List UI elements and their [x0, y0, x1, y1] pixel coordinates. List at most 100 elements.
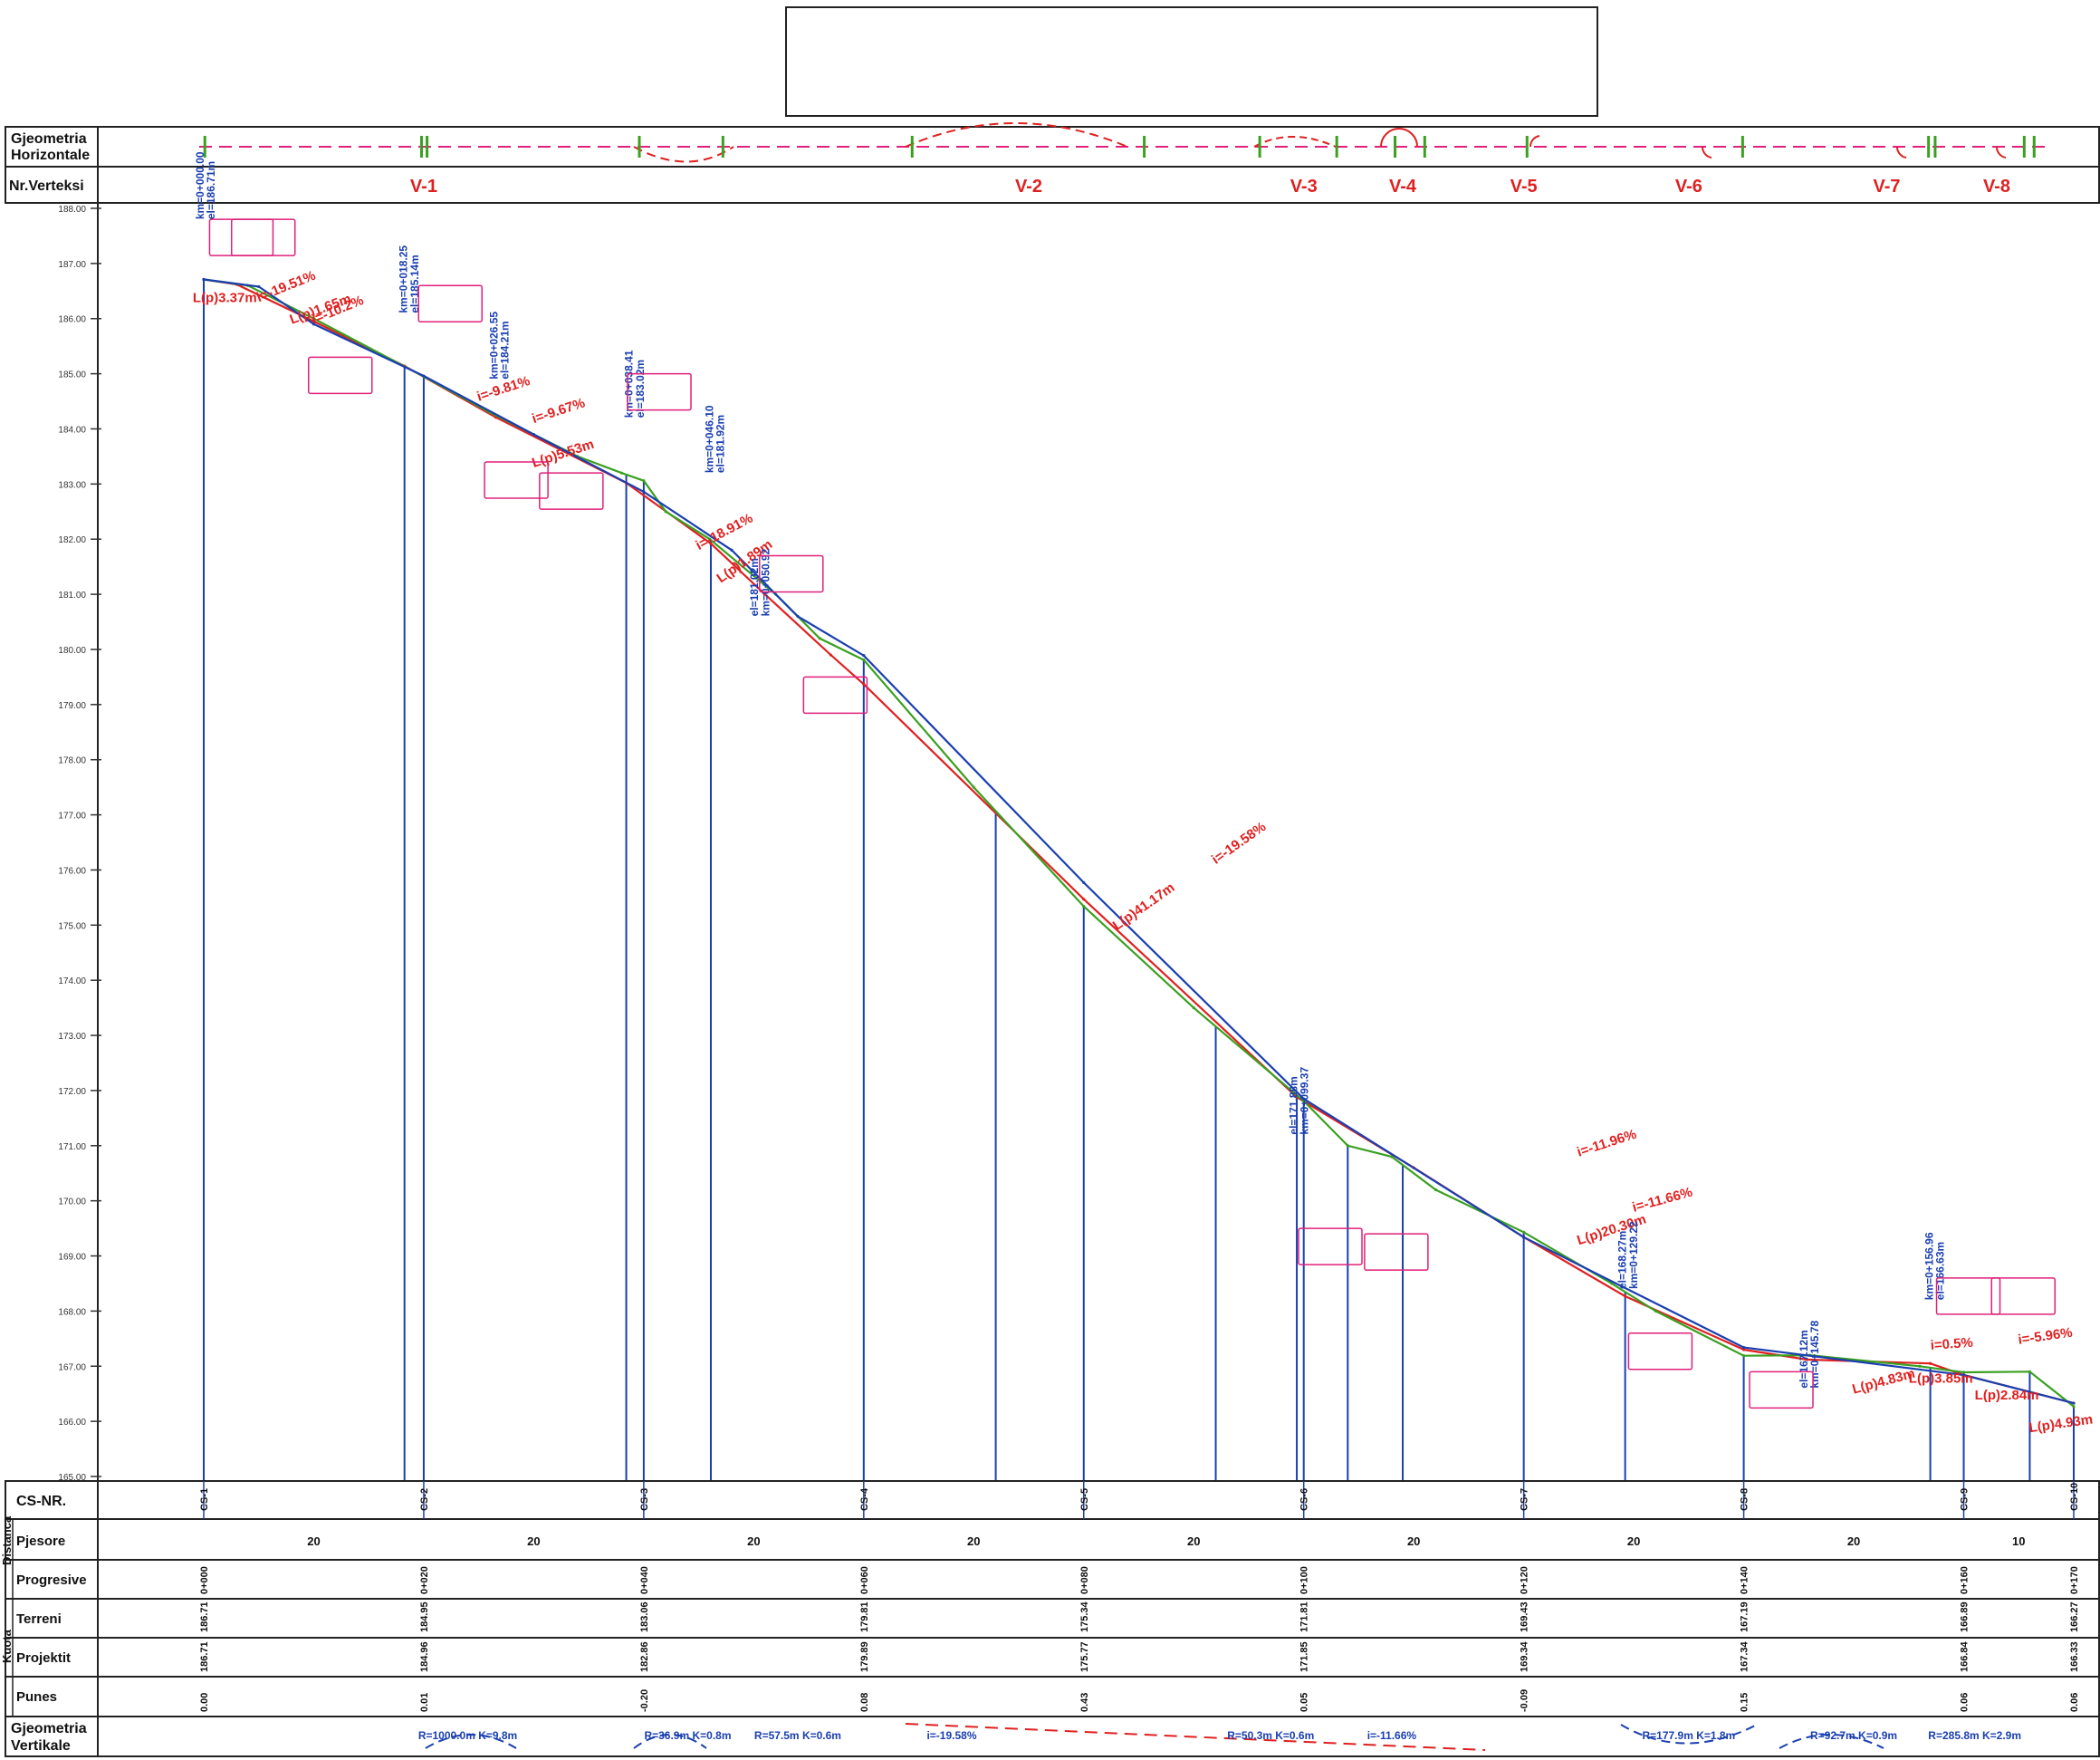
- progresive-value: 0+170: [2069, 1566, 2080, 1594]
- vertex-label-v-7: V-7: [1873, 177, 1900, 197]
- y-tick-label: 165.00: [58, 1473, 86, 1483]
- y-tick-label: 188.00: [58, 205, 86, 215]
- profile-point: [1346, 1144, 1349, 1148]
- vertical-curve-info-box: [1298, 1227, 1363, 1265]
- station-label: km=0+026.55: [487, 312, 500, 380]
- profile-point: [664, 510, 667, 514]
- station-label: el=183.02m: [634, 360, 647, 418]
- progresive-value: 0+060: [859, 1566, 870, 1594]
- terreni-value: 175.34: [1079, 1601, 1090, 1632]
- profile-point: [829, 653, 832, 657]
- pjesore-value: 20: [1187, 1534, 1200, 1548]
- y-tick-label: 175.00: [58, 921, 86, 931]
- projektit-value: 179.89: [859, 1641, 870, 1672]
- projektit-value: 182.86: [639, 1641, 650, 1672]
- progresive-value: 0+000: [199, 1566, 210, 1594]
- projektit-value: 186.71: [199, 1641, 210, 1672]
- profile-point: [818, 637, 821, 640]
- projektit-value: 167.34: [1740, 1640, 1750, 1672]
- vertical-geometry-label: R=36.9m K=0.8m: [644, 1729, 731, 1742]
- profile-point: [1741, 1345, 1746, 1350]
- vertex-label-v-2: V-2: [1015, 177, 1042, 197]
- station-label: el=167.12m: [1798, 1330, 1810, 1388]
- cs-nr-label: CS-NR.: [16, 1494, 66, 1509]
- station-label: km=0+145.78: [1808, 1321, 1821, 1389]
- profile-point: [708, 537, 712, 541]
- profile-point: [2072, 1401, 2076, 1405]
- y-tick-label: 172.00: [58, 1087, 86, 1097]
- station-label: el=181.92m: [714, 415, 727, 473]
- slope-label: i=-9.67%: [530, 395, 587, 427]
- profile-point: [1390, 1155, 1394, 1159]
- slope-label: i=-19.58%: [1209, 819, 1269, 867]
- length-label: L(p)4.83m: [1851, 1366, 1917, 1398]
- progresive-value: 0+120: [1520, 1566, 1530, 1594]
- y-tick-label: 182.00: [58, 535, 86, 545]
- cs-number: CS-5: [1079, 1488, 1090, 1511]
- cs-number: CS-7: [1520, 1488, 1530, 1511]
- y-tick-label: 179.00: [58, 701, 86, 711]
- length-label: L(p)2.84m: [1975, 1388, 2039, 1403]
- progresive-value: 0+160: [1960, 1566, 1971, 1594]
- profile-point: [1082, 880, 1086, 885]
- projektit-value: 175.77: [1079, 1641, 1090, 1672]
- profile-point: [1741, 1348, 1746, 1351]
- station-label: el=184.21m: [498, 321, 511, 379]
- vertical-curve-info-box: [308, 356, 373, 395]
- vertical-curve-info-box: [230, 218, 296, 256]
- vertical-curve-info-box: [759, 554, 824, 593]
- vertical-curve-info-box: [1627, 1332, 1693, 1370]
- projektit-label: Projektit: [16, 1650, 71, 1666]
- y-tick-label: 186.00: [58, 315, 86, 325]
- y-tick-label: 168.00: [58, 1307, 86, 1317]
- nr-verteksi-label: Nr.Verteksi: [9, 178, 84, 194]
- station-label: km=0+050.92: [759, 548, 772, 616]
- geometria-vertikale-label-2: Vertikale: [11, 1738, 71, 1754]
- y-tick-label: 185.00: [58, 370, 86, 380]
- kuota-label: Kuota: [0, 1629, 14, 1663]
- geometria-horizontale-label-2: Horizontale: [11, 148, 90, 163]
- y-tick-label: 166.00: [58, 1418, 86, 1428]
- vertical-geometry-label: i=-19.58%: [926, 1729, 976, 1742]
- cs-number: CS-4: [859, 1487, 870, 1511]
- vertical-curve-info-box: [1935, 1277, 2001, 1315]
- profile-point: [862, 682, 866, 686]
- profile-point: [796, 614, 800, 619]
- geometria-horizontale-label-1: Gjeometria: [11, 131, 87, 147]
- pjesore-label: Pjesore: [16, 1534, 65, 1549]
- vertical-curve-info-box: [417, 284, 483, 322]
- pjesore-value: 20: [1627, 1534, 1640, 1548]
- pjesore-value: 20: [1847, 1534, 1860, 1548]
- profile-point: [1806, 1358, 1809, 1361]
- y-tick-label: 167.00: [58, 1362, 86, 1372]
- vertical-geometry-label: R=1000.0m K=9.8m: [418, 1729, 517, 1742]
- profile-series-line-1: [203, 278, 2075, 1405]
- profile-point: [202, 277, 206, 282]
- profile-series-line-2: [203, 278, 2075, 1408]
- punes-label: Punes: [16, 1689, 57, 1705]
- profile-point: [1302, 1097, 1306, 1101]
- y-tick-label: 171.00: [58, 1142, 86, 1152]
- station-label: km=0+099.37: [1299, 1067, 1311, 1135]
- y-tick-label: 177.00: [58, 812, 86, 822]
- length-label: L(p)3.85m: [1909, 1371, 1973, 1387]
- profile-point: [312, 317, 316, 321]
- geometria-vertikale-label-1: Gjeometria: [11, 1721, 87, 1736]
- punes-value: 0.06: [2069, 1693, 2080, 1712]
- progresive-value: 0+020: [419, 1566, 430, 1594]
- slope-label: i=0.5%: [1930, 1335, 1973, 1353]
- y-tick-label: 170.00: [58, 1197, 86, 1207]
- punes-value: -0.20: [639, 1689, 650, 1712]
- slope-label: i=-11.96%: [1575, 1127, 1638, 1160]
- punes-value: 0.06: [1960, 1693, 1971, 1712]
- vertical-curve-info-box: [1749, 1370, 1814, 1409]
- profile-point: [1624, 1294, 1627, 1298]
- distanca-label: Distanca: [0, 1515, 14, 1565]
- length-label: L(p)5.53m: [530, 437, 596, 471]
- pjesore-value: 20: [747, 1534, 760, 1548]
- terreni-value: 166.27: [2069, 1601, 2080, 1632]
- vertical-geometry-label: R=57.5m K=0.6m: [754, 1729, 841, 1742]
- vertex-label-v-6: V-6: [1675, 177, 1702, 197]
- projektit-value: 171.85: [1299, 1641, 1310, 1672]
